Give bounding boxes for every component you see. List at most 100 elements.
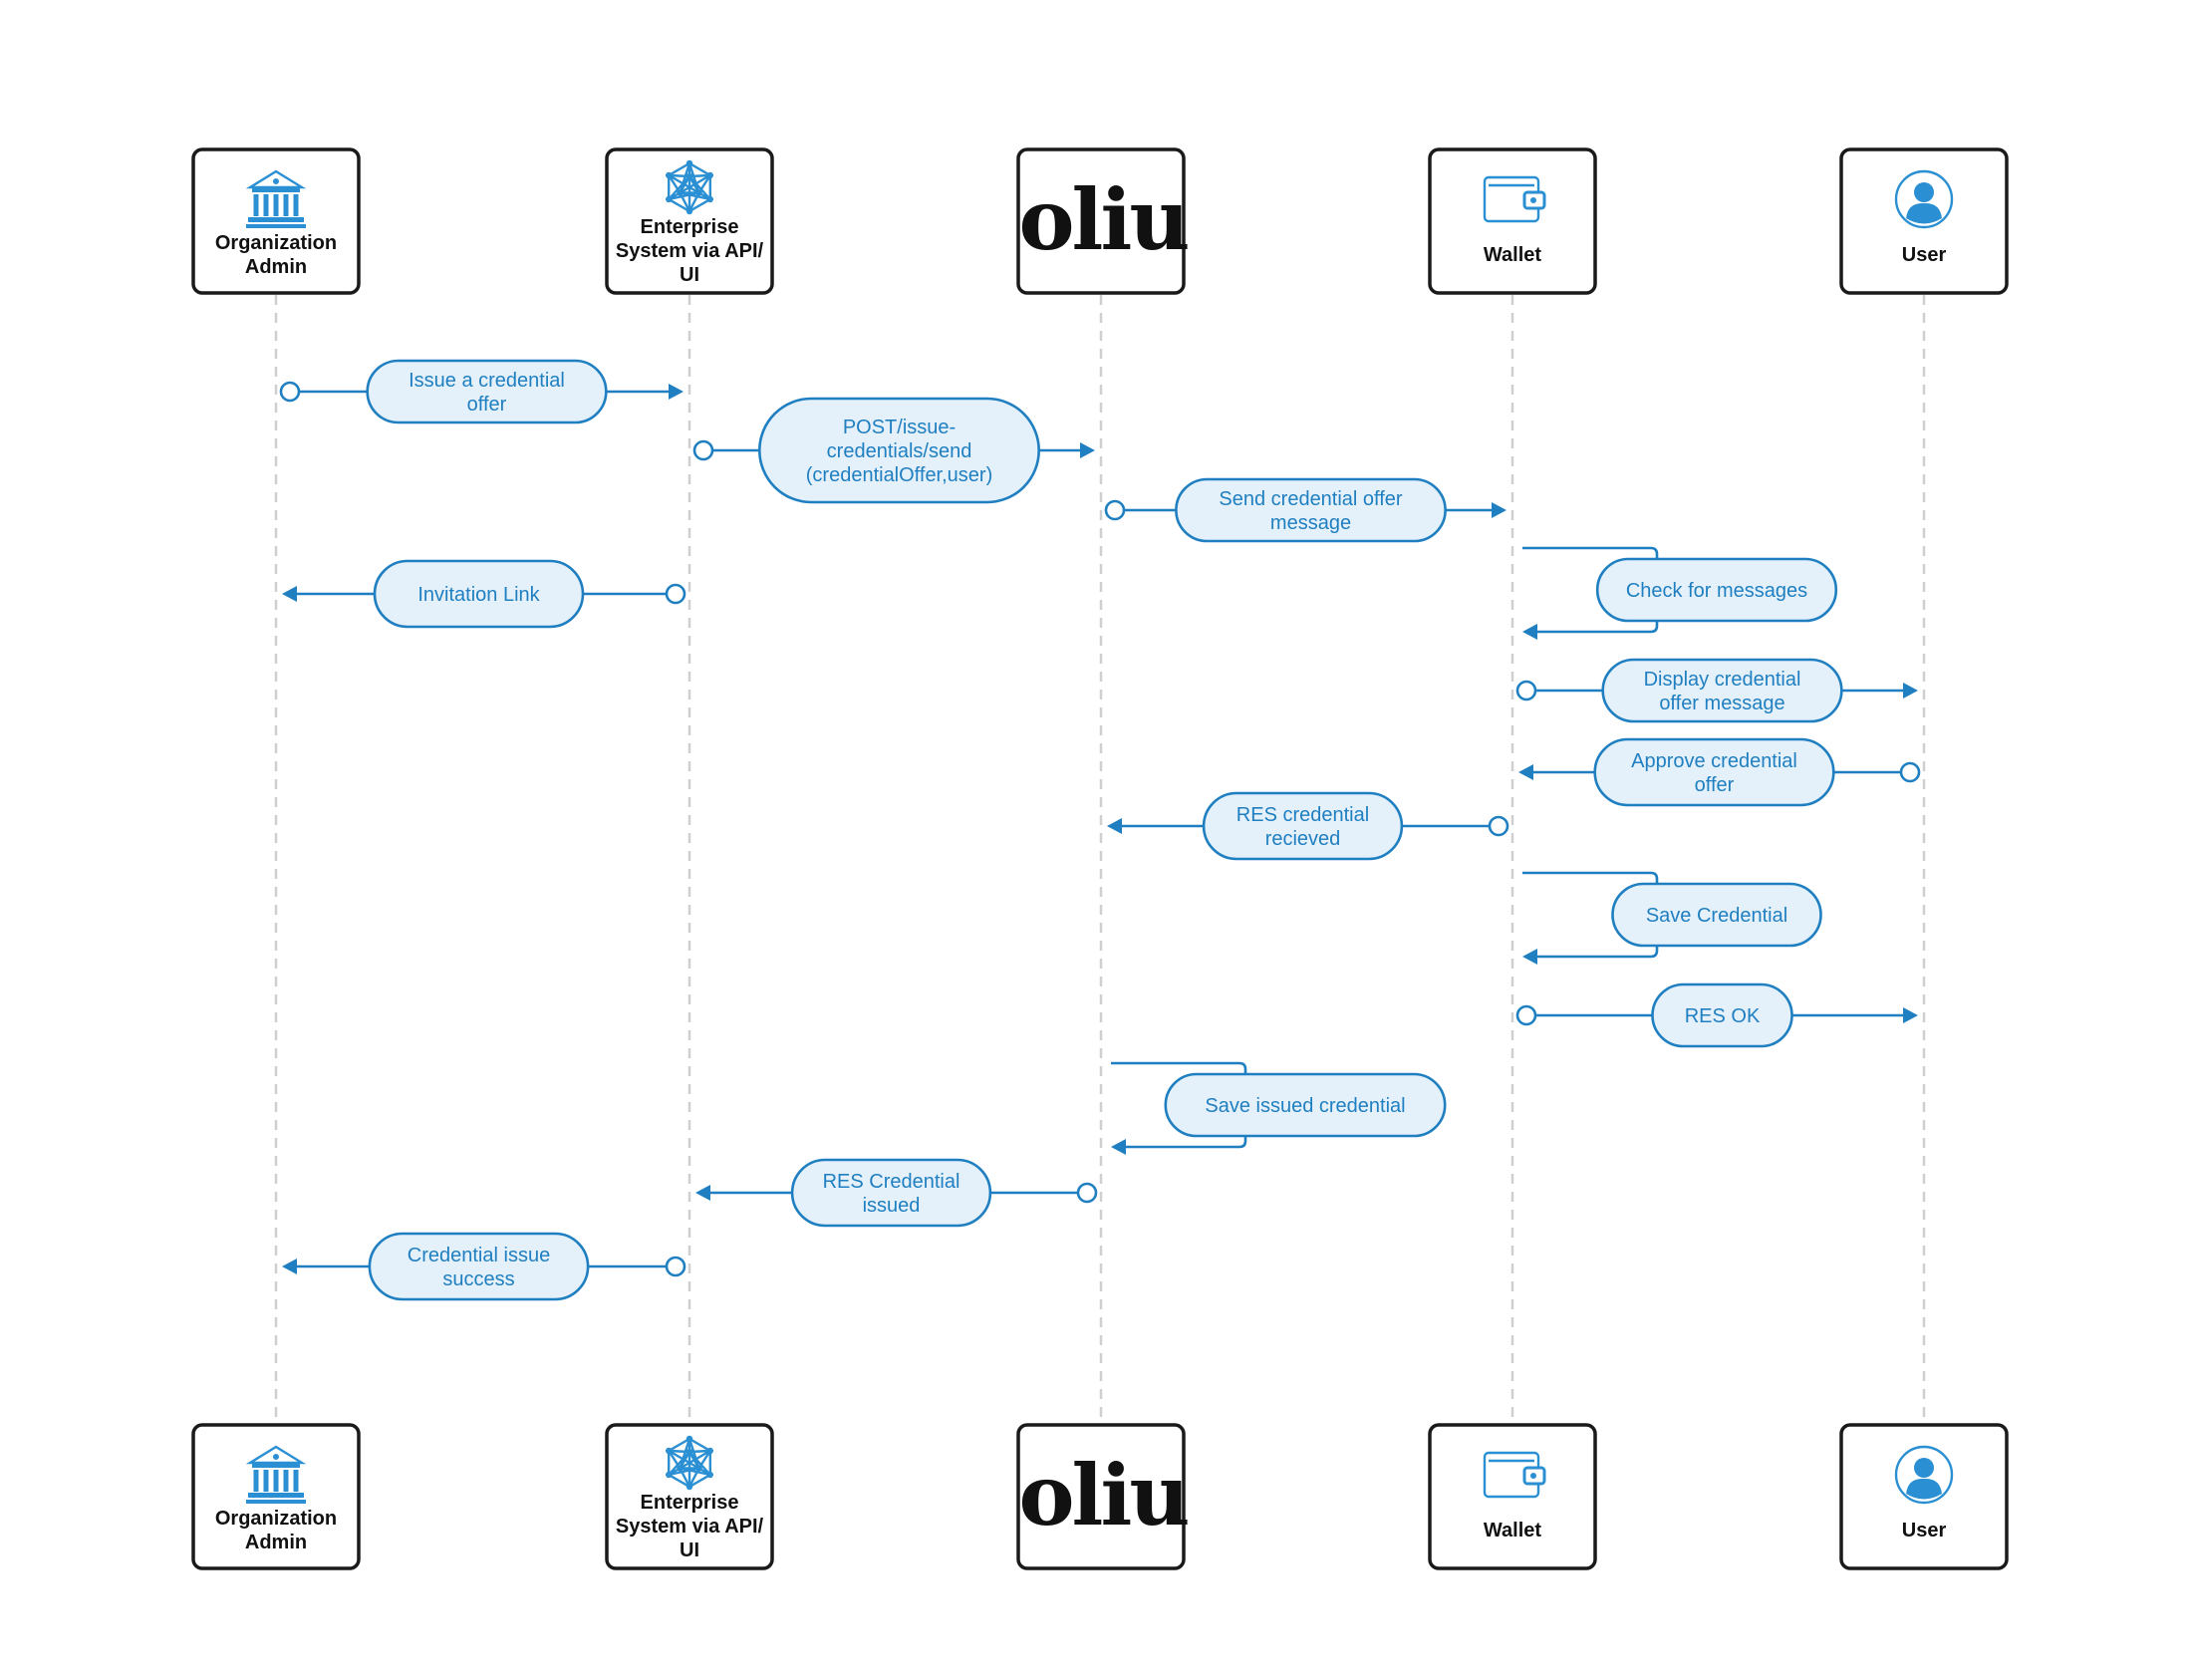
bank-icon <box>245 169 307 228</box>
actor-label: Admin <box>245 1532 307 1553</box>
message-label-pill <box>1601 658 1843 723</box>
message-label: offer <box>1695 774 1735 796</box>
message-5: Check for messages <box>1522 546 1838 640</box>
message-label: POST/issue- <box>843 417 956 438</box>
actor-box <box>1016 147 1186 295</box>
message-start-dot <box>1515 1004 1537 1026</box>
arrow-head-icon <box>1080 442 1095 458</box>
actor-oliu-top: oliu <box>1016 147 1191 295</box>
message-label-pill <box>790 1158 992 1228</box>
messages: Issue a credentialofferPOST/issue-creden… <box>279 359 1921 1301</box>
message-label-pill <box>1651 982 1793 1048</box>
message-label: offer <box>467 394 507 416</box>
message-label: credentials/send <box>827 440 972 462</box>
message-label-pill <box>1175 477 1447 543</box>
message-label-pill <box>1164 1072 1447 1138</box>
message-start-dot <box>665 1256 686 1277</box>
message-11: Save issued credential <box>1111 1061 1447 1155</box>
actor-label: Enterprise <box>641 1492 739 1514</box>
message-label: (credentialOffer,user) <box>806 464 993 486</box>
arrow-head-icon <box>1111 1139 1126 1155</box>
oliu-logo: oliu <box>1019 170 1189 269</box>
message-start-dot <box>1899 761 1921 783</box>
message-label: Save issued credential <box>1205 1095 1405 1117</box>
actor-wallet-top: Wallet <box>1428 147 1597 295</box>
message-label: Display credential <box>1644 669 1801 691</box>
actor-label: Organization <box>215 232 337 254</box>
arrow-head-icon <box>695 1185 710 1201</box>
actor-box <box>1016 1423 1186 1570</box>
message-label: RES OK <box>1685 1005 1761 1027</box>
arrow-head-icon <box>1107 818 1122 834</box>
arrow-head-icon <box>1522 949 1537 965</box>
actor-wallet-bottom: Wallet <box>1428 1423 1597 1570</box>
message-label: RES credential <box>1236 804 1369 826</box>
wallet-icon <box>1483 175 1546 223</box>
actor-label: Admin <box>245 256 307 278</box>
arrow-head-icon <box>1903 1007 1918 1023</box>
actor-label: Organization <box>215 1508 337 1530</box>
actor-user-top: User <box>1839 147 2009 295</box>
message-label: recieved <box>1265 828 1341 850</box>
message-label: issued <box>863 1195 921 1217</box>
network-icon <box>666 1435 713 1491</box>
message-start-dot <box>279 381 301 403</box>
actor-oliu-bottom: oliu <box>1016 1423 1191 1570</box>
message-start-dot <box>1515 680 1537 701</box>
arrow-head-icon <box>1518 764 1533 780</box>
message-label: Approve credential <box>1631 750 1797 772</box>
message-label: Issue a credential <box>409 370 565 392</box>
message-2: POST/issue-credentials/send(credentialOf… <box>692 397 1095 504</box>
message-4: Invitation Link <box>282 559 686 629</box>
message-start-dot <box>1076 1182 1098 1204</box>
actor-box <box>605 147 774 295</box>
wallet-icon <box>1483 1451 1546 1499</box>
bank-icon <box>245 1445 307 1504</box>
actor-label: Enterprise <box>641 216 739 238</box>
message-start-dot <box>1488 815 1509 837</box>
message-label-pill <box>368 1232 590 1301</box>
oliu-logo: oliu <box>1019 1446 1189 1544</box>
actor-label: User <box>1902 1520 1947 1541</box>
message-label-pill <box>757 397 1040 504</box>
arrow-head-icon <box>1522 624 1537 640</box>
message-label-pill <box>1202 791 1404 861</box>
actor-label: User <box>1902 244 1947 266</box>
actor-label: Wallet <box>1484 244 1541 266</box>
message-label: success <box>442 1268 514 1290</box>
message-label: RES Credential <box>823 1171 960 1193</box>
actor-label: UI <box>680 1540 699 1561</box>
actor-label: System via API/ <box>616 1516 764 1538</box>
message-label: offer message <box>1659 693 1784 714</box>
message-label: Check for messages <box>1626 580 1807 602</box>
actor-label: UI <box>680 264 699 286</box>
message-label-pill <box>1595 557 1838 623</box>
message-label: Send credential offer <box>1219 488 1403 510</box>
message-start-dot <box>692 439 714 461</box>
message-label: Invitation Link <box>417 584 540 606</box>
message-start-dot <box>665 583 686 605</box>
message-label-pill <box>373 559 585 629</box>
arrow-head-icon <box>669 384 684 400</box>
arrow-head-icon <box>1492 502 1506 518</box>
message-label: message <box>1270 512 1351 534</box>
message-10: RES OK <box>1515 982 1918 1048</box>
lifelines <box>274 295 1926 1423</box>
message-label: Credential issue <box>408 1245 550 1266</box>
actor-label: System via API/ <box>616 240 764 262</box>
network-icon <box>666 159 713 215</box>
actor-box <box>605 1423 774 1570</box>
